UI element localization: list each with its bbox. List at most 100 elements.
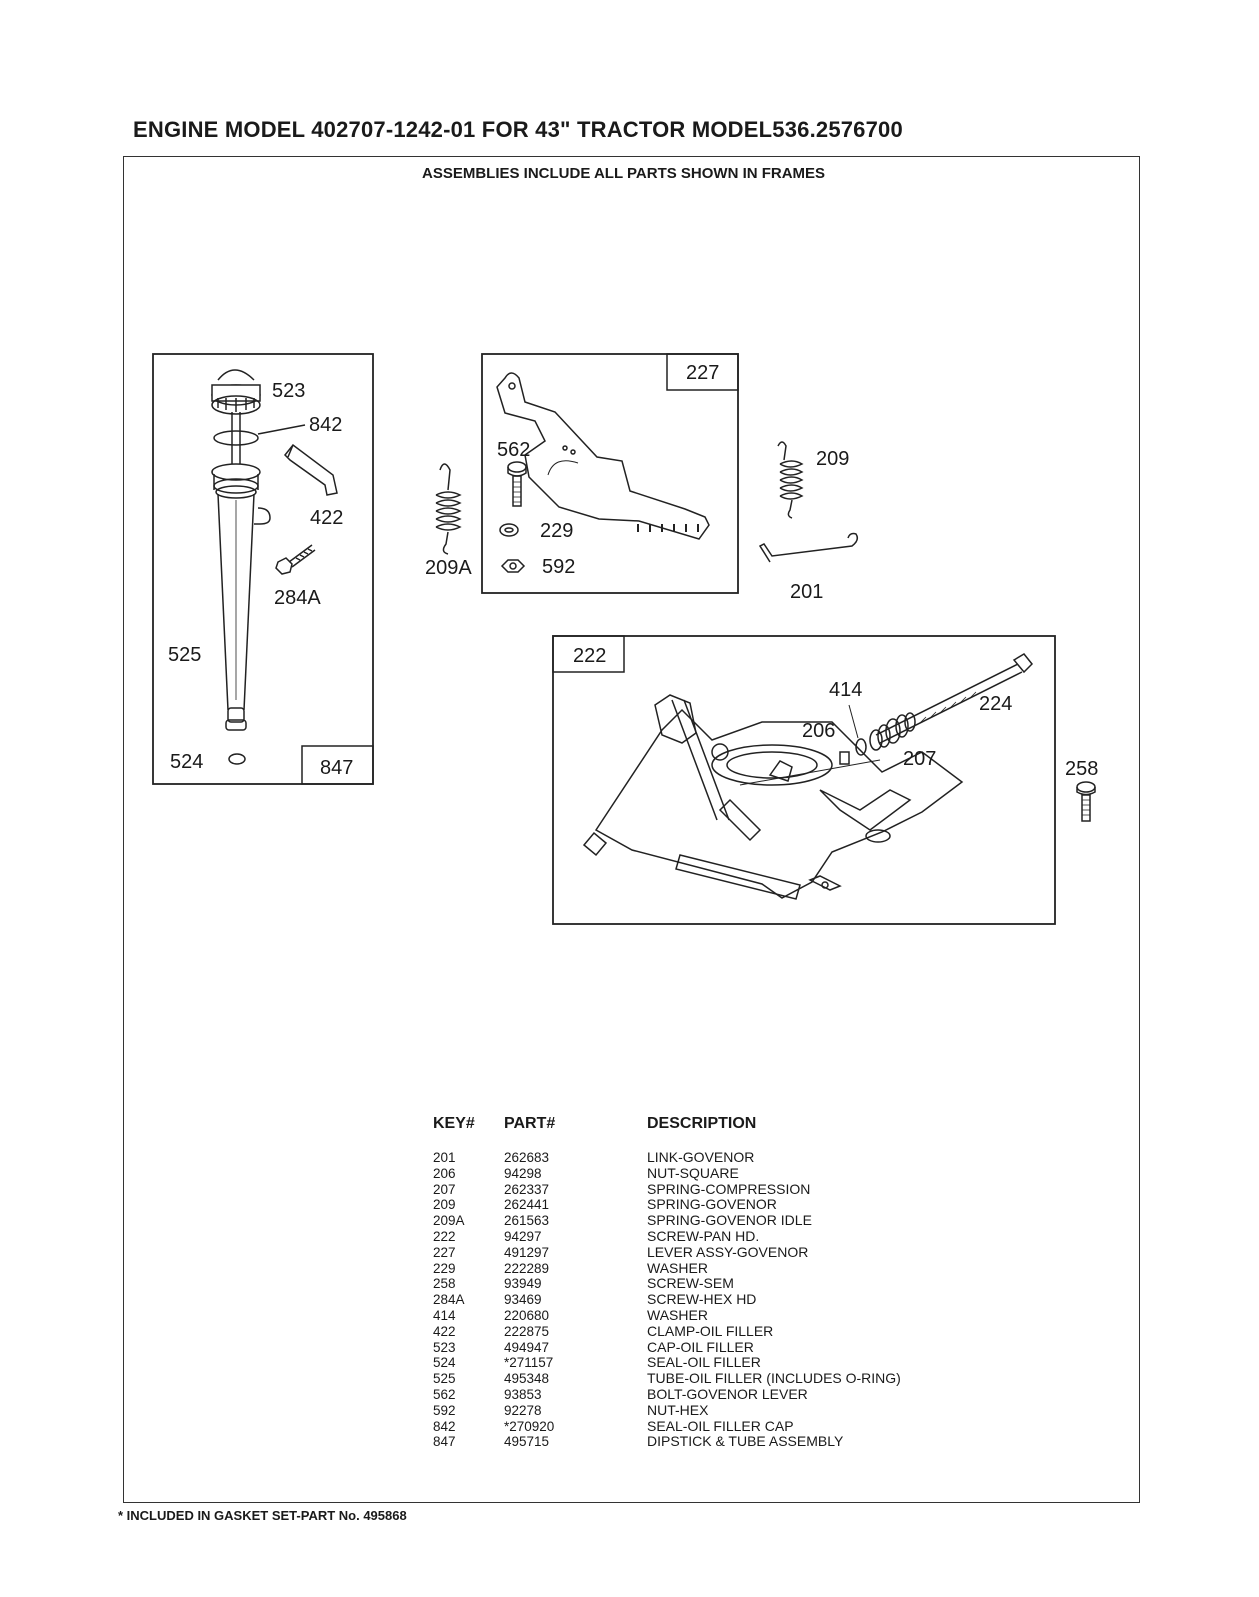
- table-cell-description: SCREW-HEX HD: [647, 1291, 757, 1308]
- table-cell-part: 491297: [504, 1244, 550, 1260]
- table-cell-key: 209: [433, 1197, 456, 1213]
- callout-592: 592: [542, 556, 575, 578]
- long-screw-icon: [875, 653, 1034, 744]
- table-cell-description: CAP-OIL FILLER: [647, 1338, 754, 1355]
- table-cell-key: 284A: [433, 1292, 465, 1308]
- frame-847: [152, 353, 374, 785]
- table-cell-key: 842: [433, 1418, 456, 1434]
- table-cell-key: 847: [433, 1434, 456, 1450]
- table-cell-key: 201: [433, 1150, 456, 1165]
- callout-201: 201: [790, 581, 823, 603]
- frame-227-tag: [666, 353, 739, 391]
- washer-icon: [499, 523, 519, 537]
- table-cell-description: CLAMP-OIL FILLER: [647, 1322, 774, 1339]
- table-cell-key: 229: [433, 1260, 456, 1276]
- table-cell-part: 92278: [504, 1402, 542, 1418]
- table-cell-description: WASHER: [647, 1259, 708, 1276]
- table-cell-description: DIPSTICK & TUBE ASSEMBLY: [647, 1433, 844, 1450]
- frame-222: [552, 635, 1056, 925]
- callout-224: 224: [979, 693, 1012, 715]
- table-cell-part: *271157: [504, 1355, 554, 1371]
- table-cell-description: SPRING-GOVENOR: [647, 1196, 777, 1213]
- governor-lever-icon: [496, 372, 710, 540]
- table-cell-description: WASHER: [647, 1306, 708, 1323]
- washer-414-icon: [855, 738, 867, 756]
- hex-nut-icon: [500, 559, 526, 573]
- oil-cap-icon: [211, 369, 261, 415]
- callout-525: 525: [168, 644, 201, 666]
- table-cell-part: 261563: [504, 1213, 550, 1229]
- table-cell-part: 495715: [504, 1434, 550, 1450]
- parts-diagram: 523 842 422 284A 525 524 847 227 562 229…: [152, 353, 1098, 925]
- callout-207: 207: [903, 748, 936, 770]
- table-cell-key: 222: [433, 1228, 456, 1244]
- table-cell-key: 525: [433, 1371, 456, 1387]
- table-cell-description: LEVER ASSY-GOVENOR: [647, 1243, 809, 1260]
- table-cell-key: 209A: [433, 1213, 465, 1229]
- callout-258: 258: [1065, 758, 1098, 780]
- table-cell-part: 222875: [504, 1323, 550, 1339]
- clamp-icon: [283, 443, 338, 496]
- page-title: ENGINE MODEL 402707-1242-01 FOR 43" TRAC…: [133, 117, 903, 142]
- oil-tube-icon: [211, 463, 271, 731]
- frame-subtitle: ASSEMBLIES INCLUDE ALL PARTS SHOWN IN FR…: [422, 165, 826, 182]
- table-cell-key: 524: [433, 1355, 456, 1371]
- callout-524: 524: [170, 751, 203, 773]
- table-cell-part: 220680: [504, 1307, 550, 1323]
- frame-227: [481, 353, 739, 594]
- table-cell-part: 93949: [504, 1276, 542, 1292]
- table-cell-part: 495348: [504, 1371, 550, 1387]
- footnote: * INCLUDED IN GASKET SET-PART No. 495868: [118, 1508, 407, 1523]
- table-cell-key: 207: [433, 1181, 456, 1197]
- callout-523: 523: [272, 380, 305, 402]
- frame-847-tag: [301, 745, 374, 785]
- callout-227: 227: [686, 362, 719, 384]
- table-cell-description: SEAL-OIL FILLER CAP: [647, 1417, 794, 1434]
- callout-562: 562: [497, 439, 530, 461]
- col-header-key: KEY#: [433, 1115, 475, 1132]
- callout-422: 422: [310, 507, 343, 529]
- table-cell-description: SCREW-SEM: [647, 1275, 734, 1292]
- table-cell-part: 94297: [504, 1228, 542, 1244]
- control-bracket-icon: [582, 694, 964, 900]
- table-cell-description: SCREW-PAN HD.: [647, 1227, 760, 1244]
- table-cell-key: 592: [433, 1402, 456, 1418]
- col-header-part: PART#: [504, 1115, 556, 1132]
- table-cell-part: 94298: [504, 1165, 542, 1181]
- table-cell-key: 523: [433, 1339, 456, 1355]
- spring-209A-icon: [435, 463, 462, 555]
- table-cell-part: 262683: [504, 1150, 550, 1165]
- compression-spring-icon: [869, 712, 916, 751]
- table-cell-description: BOLT-GOVENOR LEVER: [647, 1385, 808, 1402]
- table-cell-part: 222289: [504, 1260, 550, 1276]
- callout-222: 222: [573, 645, 606, 667]
- table-cell-key: 414: [433, 1307, 456, 1323]
- table-cell-description: TUBE-OIL FILLER (INCLUDES O-RING): [647, 1370, 901, 1387]
- seal-524-icon: [228, 753, 246, 765]
- callout-842: 842: [309, 414, 342, 436]
- table-cell-description: LINK-GOVENOR: [647, 1149, 755, 1165]
- callout-209: 209: [816, 448, 849, 470]
- table-cell-key: 422: [433, 1323, 456, 1339]
- table-cell-part: 93853: [504, 1386, 542, 1402]
- table-cell-key: 258: [433, 1276, 456, 1292]
- table-cell-description: NUT-SQUARE: [647, 1164, 739, 1181]
- table-cell-description: NUT-HEX: [647, 1401, 709, 1418]
- table-cell-description: SPRING-COMPRESSION: [647, 1180, 811, 1197]
- seal-842-icon: [213, 430, 259, 446]
- sem-screw-icon: [1076, 781, 1096, 822]
- bolt-icon: [507, 461, 527, 507]
- table-cell-description: SEAL-OIL FILLER: [647, 1354, 761, 1371]
- col-header-description: DESCRIPTION: [647, 1115, 757, 1132]
- callout-206: 206: [802, 720, 835, 742]
- governor-link-icon: [758, 532, 859, 563]
- callout-847: 847: [320, 757, 353, 779]
- callout-414: 414: [829, 679, 862, 701]
- spring-209-icon: [777, 441, 804, 519]
- table-cell-part: 494947: [504, 1339, 550, 1355]
- table-cell-key: 562: [433, 1386, 456, 1402]
- callout-284A: 284A: [274, 587, 321, 609]
